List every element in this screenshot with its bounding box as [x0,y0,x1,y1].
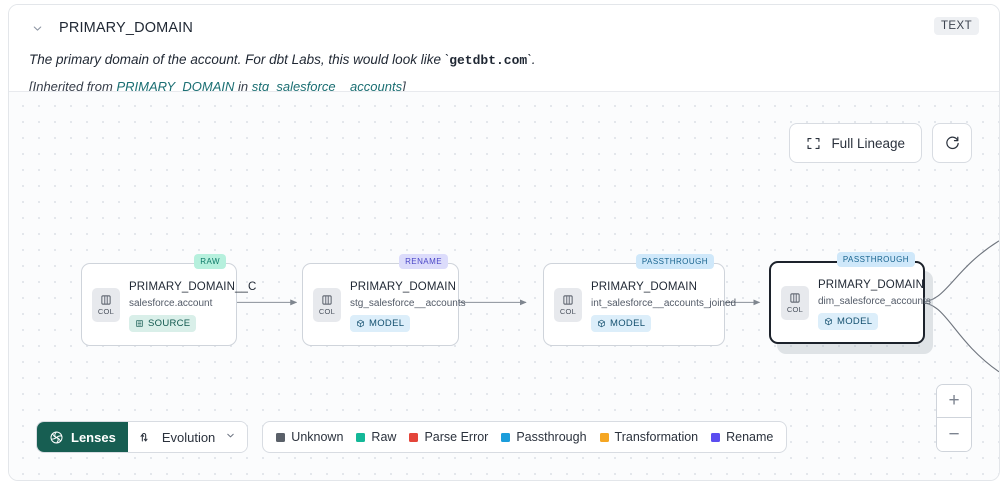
description-suffix: `. [527,52,536,67]
inherited-middle: in [234,78,252,94]
refresh-icon [945,136,959,149]
node-subtitle: dim_salesforce_accounts [818,295,931,307]
node-subtitle: stg_salesforce__accounts [350,297,466,309]
lenses-label: Lenses [71,429,116,445]
column-chip-label: COL [786,304,804,314]
lineage-node-source[interactable]: RAW COL PRIMARY_DOMAIN__C salesforce.acc… [81,254,256,346]
node-title: PRIMARY_DOMAIN [350,280,456,293]
legend-swatch [276,432,286,442]
node-subtitle: salesforce.account [129,297,213,309]
legend-label: Rename [726,430,774,444]
legend-label: Unknown [291,430,344,444]
node-body: PRIMARY_DOMAIN stg_salesforce__accounts … [350,277,466,333]
column-type-badge: TEXT [934,17,979,35]
legend-item-unknown: Unknown [276,430,343,444]
inherited-prefix: [Inherited from [29,78,117,94]
node-title: PRIMARY_DOMAIN__C [129,280,257,293]
node-type-label: MODEL [837,315,873,327]
node-type-badge: MODEL [350,314,411,332]
node-body: PRIMARY_DOMAIN__C salesforce.account SOU… [129,277,256,333]
node-body: PRIMARY_DOMAIN dim_salesforce_accounts M… [818,275,931,331]
node-type-badge: MODEL [591,314,652,332]
cube-icon [357,319,364,327]
node-title: PRIMARY_DOMAIN [591,280,697,293]
cube-icon [598,319,605,327]
database-icon [136,319,143,327]
page-title: PRIMARY_DOMAIN [59,20,193,36]
column-chip: COL [313,287,341,322]
canvas-bottom-bar: Lenses Evolution [36,421,788,453]
full-lineage-label: Full Lineage [831,135,905,151]
column-chip: COL [92,287,120,322]
zoom-in-button[interactable]: + [937,385,971,418]
lineage-node-dim-selected[interactable]: PASSTHROUGH COL PRIMARY_DOMAIN dim_sales… [769,252,931,344]
header-title-row: PRIMARY_DOMAIN [29,17,979,39]
node-type-label: SOURCE [148,317,191,329]
inherited-from-note: [Inherited from PRIMARY_DOMAIN in stg_sa… [29,78,979,96]
legend-swatch [409,432,419,442]
legend-swatch [711,432,721,442]
legend-swatch [599,432,609,442]
node-type-badge: MODEL [818,312,879,330]
lineage-node-staging[interactable]: RENAME COL PRIMARY_DOMAIN stg_salesforce… [302,254,466,346]
node-type-badge: SOURCE [129,314,197,332]
legend-swatch [356,432,366,442]
node-type-label: MODEL [610,317,646,329]
expand-corners-icon [807,137,820,149]
full-lineage-button[interactable]: Full Lineage [789,123,922,163]
node-tag-passthrough: PASSTHROUGH [836,252,915,267]
column-chip-label: COL [97,306,115,316]
lineage-canvas[interactable]: RAW COL PRIMARY_DOMAIN__C salesforce.acc… [9,91,999,480]
inherited-column-link[interactable]: PRIMARY_DOMAIN [116,78,235,94]
column-detail-card: PRIMARY_DOMAIN TEXT The primary domain o… [8,4,1000,481]
node-subtitle: int_salesforce__accounts_joined [591,297,737,309]
lenses-evolution-group: Lenses Evolution [36,421,249,453]
lineage-legend: Unknown Raw Parse Error Passthrough [262,421,788,453]
column-description: The primary domain of the account. For d… [29,51,979,70]
lineage-node-intermediate[interactable]: PASSTHROUGH COL PRIMARY_DOMAIN int_sales… [543,254,737,346]
refresh-button[interactable] [932,123,972,163]
column-chip: COL [781,285,809,320]
legend-label: Passthrough [516,430,587,444]
legend-item-transformation: Transformation [599,430,699,444]
node-title: PRIMARY_DOMAIN [818,278,924,291]
legend-label: Transformation [614,430,699,444]
legend-label: Raw [371,430,397,444]
cube-icon [825,317,832,325]
legend-item-rename: Rename [711,430,773,444]
legend-item-raw: Raw [356,430,396,444]
column-chip-label: COL [318,306,336,316]
canvas-top-controls: Full Lineage [789,123,972,163]
evolution-dropdown[interactable]: Evolution [127,422,248,452]
inherited-suffix: ] [402,78,406,94]
node-type-label: MODEL [369,317,405,329]
column-chip-label: COL [559,306,577,316]
card-header: PRIMARY_DOMAIN TEXT The primary domain o… [9,5,999,94]
lens-aperture-icon [50,431,63,443]
legend-swatch [501,432,511,442]
evolution-label: Evolution [161,429,216,445]
legend-item-passthrough: Passthrough [501,430,587,444]
chevron-down-icon [225,430,236,444]
legend-label: Parse Error [424,430,489,444]
evolution-arrows-icon [140,432,148,442]
node-tag-rename: RENAME [399,254,448,269]
lenses-button[interactable]: Lenses [37,422,128,452]
node-tag-raw: RAW [194,254,226,269]
description-prefix: The primary domain of the account. For d… [29,52,450,67]
zoom-out-button[interactable]: − [937,418,971,451]
inherited-model-link[interactable]: stg_salesforce__accounts [251,78,403,94]
legend-item-parse-error: Parse Error [409,430,488,444]
lineage-nodes: RAW COL PRIMARY_DOMAIN__C salesforce.acc… [9,92,999,480]
node-body: PRIMARY_DOMAIN int_salesforce__accounts_… [591,277,737,333]
description-code: getdbt.com [449,53,528,68]
column-chip: COL [554,287,582,322]
chevron-down-icon[interactable] [29,20,45,36]
zoom-controls: + − [936,384,972,452]
node-tag-passthrough: PASSTHROUGH [635,254,714,269]
